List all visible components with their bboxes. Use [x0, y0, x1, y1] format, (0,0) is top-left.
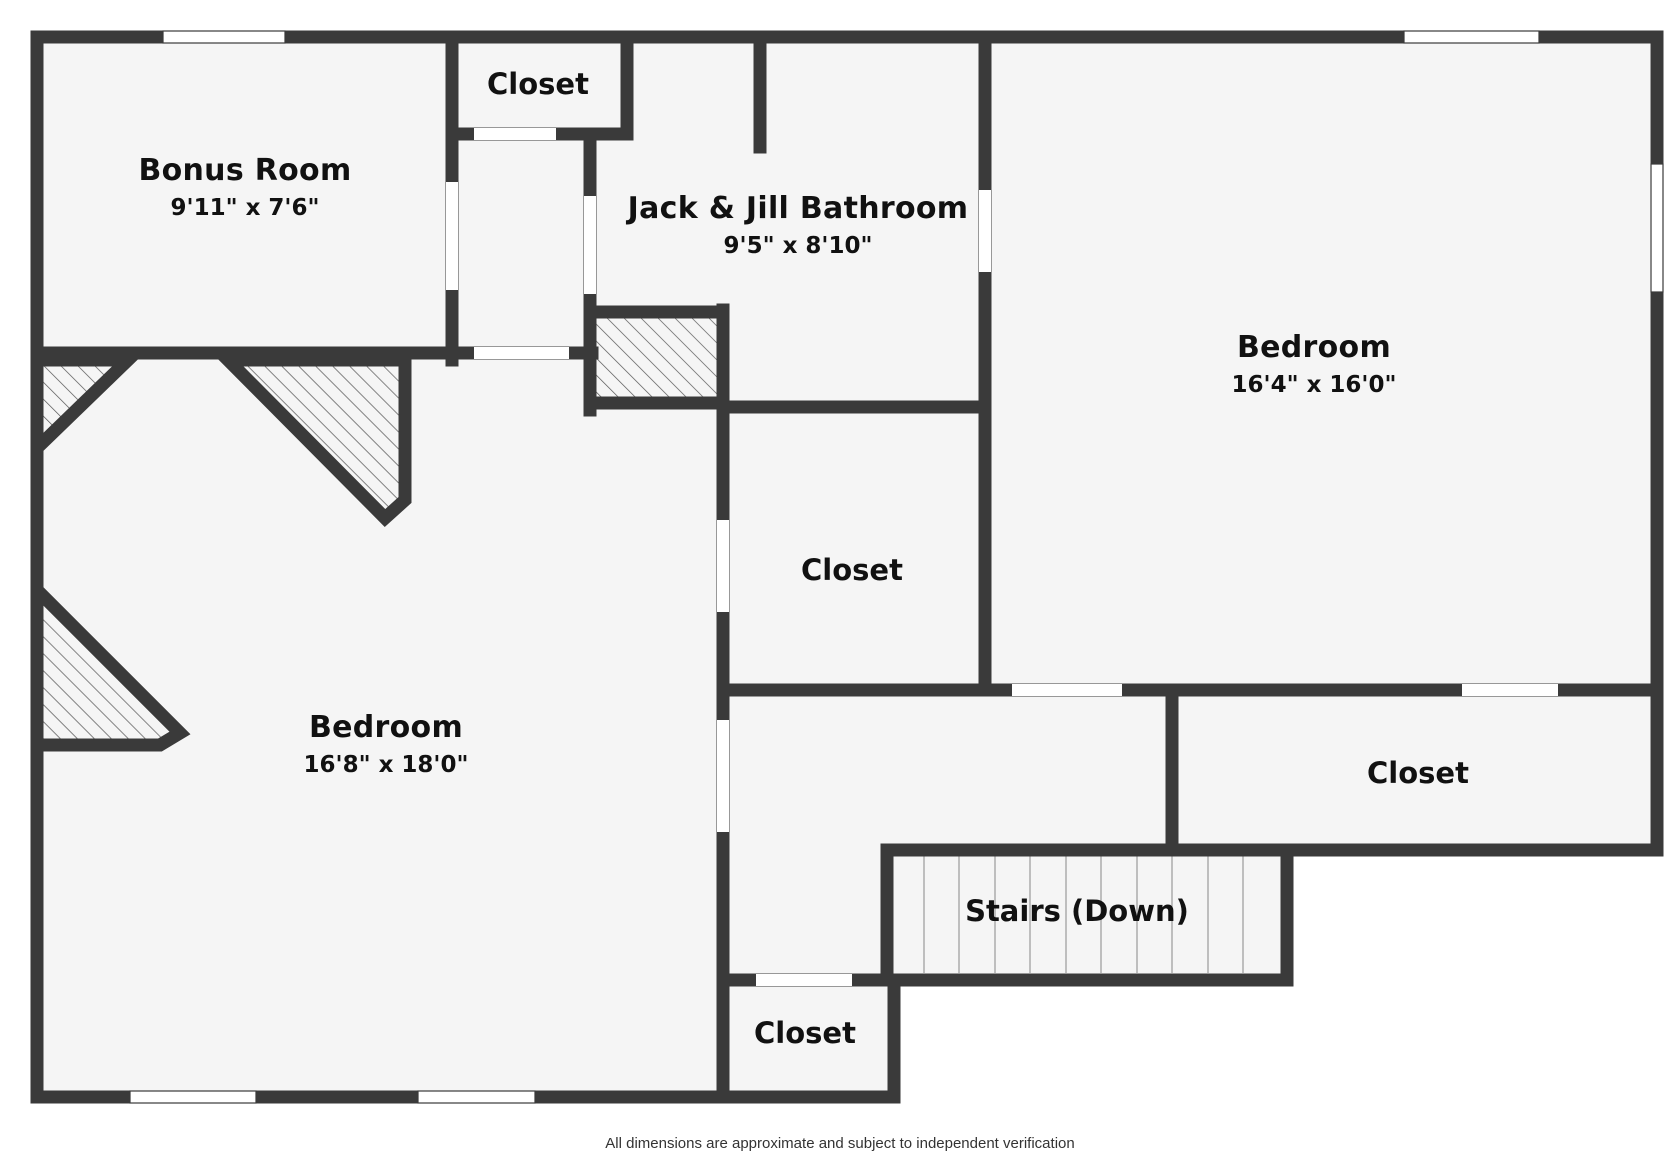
opening-bedroom-right-2 [1462, 684, 1558, 696]
opening-bottom-closet [756, 974, 852, 986]
bathroom-dims: 9'5" x 8'10" [724, 233, 873, 259]
opening-bedroom-right-1 [1012, 684, 1122, 696]
window-bedroom-left-bottom-1 [129, 1090, 257, 1104]
labels: Closet Bonus Room 9'11" x 7'6" Jack & Ji… [138, 67, 1469, 1050]
bedroom-left-dims: 16'8" x 18'0" [304, 752, 469, 778]
floor-areas [37, 37, 1650, 1097]
opening-bedroom-left [717, 720, 729, 832]
opening-bath-bedroom [979, 190, 991, 272]
opening-bath-hall [584, 196, 596, 294]
windows [129, 30, 1664, 1104]
closet-middle-label: Closet [801, 553, 903, 587]
stairs [888, 856, 1282, 973]
opening-mid-closet [717, 520, 729, 612]
window-bedroom-left-bottom-2 [417, 1090, 536, 1104]
bonus-room-label: Bonus Room [138, 153, 351, 188]
opening-closet-top [474, 128, 556, 140]
chimney-hatch [583, 305, 730, 410]
bedroom-left-label: Bedroom [309, 710, 463, 745]
closet-right-label: Closet [1367, 756, 1469, 790]
bathroom-label: Jack & Jill Bathroom [626, 191, 969, 226]
opening-bonus-hall [446, 182, 458, 290]
opening-hall-bottom [474, 347, 569, 359]
disclaimer-text: All dimensions are approximate and subje… [605, 1135, 1075, 1152]
closet-bottom-label: Closet [754, 1016, 856, 1050]
bedroom-right-label: Bedroom [1237, 330, 1391, 365]
window-bedroom-right-top [1403, 30, 1540, 44]
corner-hatch-top [212, 353, 412, 527]
closet-top-label: Closet [487, 67, 589, 101]
bonus-room-dims: 9'11" x 7'6" [171, 195, 320, 221]
stair-treads [923, 856, 1244, 973]
walls [30, 30, 1664, 1104]
window-bonus-top [162, 30, 286, 44]
window-bedroom-right-side [1650, 163, 1664, 293]
bedroom-right-dims: 16'4" x 16'0" [1232, 372, 1397, 398]
stairs-label: Stairs (Down) [965, 894, 1189, 928]
